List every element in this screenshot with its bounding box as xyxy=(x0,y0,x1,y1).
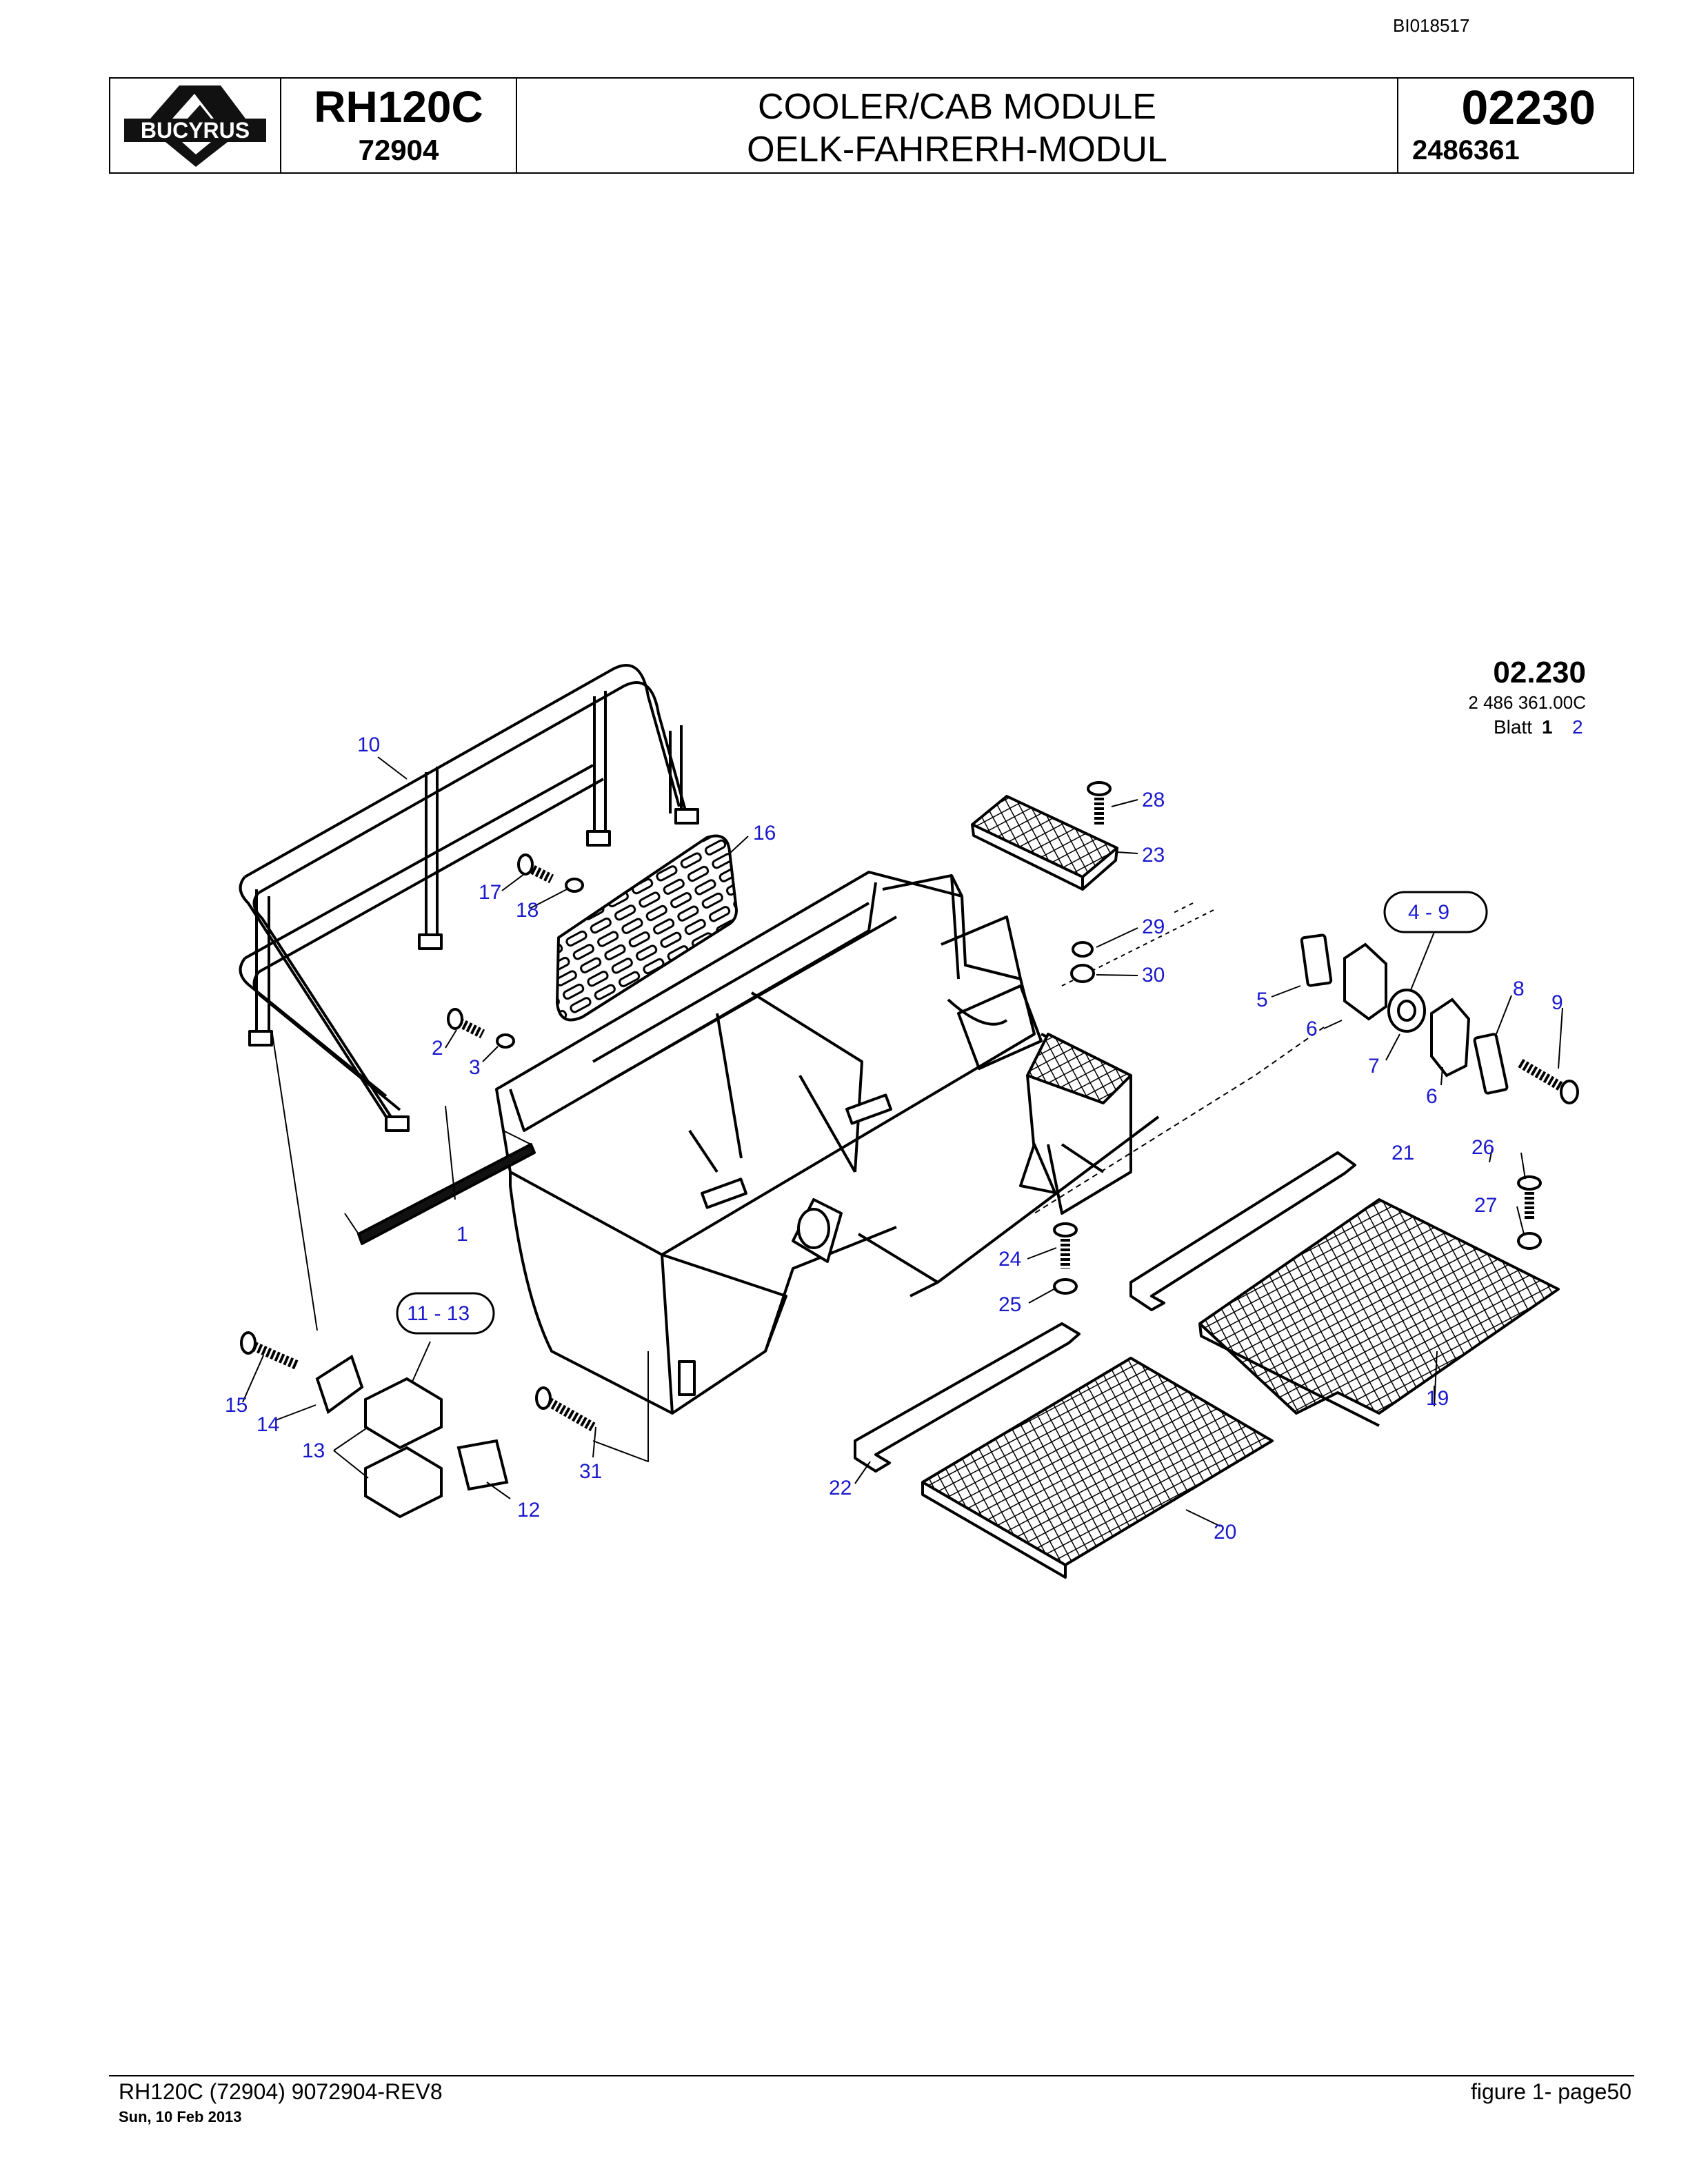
logo-text: BUCYRUS xyxy=(141,118,250,143)
title-german: OELK-FAHRERH-MODUL xyxy=(747,130,1167,170)
document-id: BI018517 xyxy=(1393,15,1470,36)
callout-14: 14 xyxy=(257,1413,279,1436)
callout-27: 27 xyxy=(1474,1194,1497,1217)
callout-2: 2 xyxy=(432,1037,443,1060)
callout-16: 16 xyxy=(753,822,776,845)
callout-31: 31 xyxy=(579,1460,602,1483)
footer-page: figure 1- page50 xyxy=(1470,2079,1631,2104)
perforated-plate xyxy=(556,834,738,1022)
sheet-label: Blatt xyxy=(1494,716,1532,738)
module-frame xyxy=(495,871,1160,1415)
part-cell: 02230 2486361 xyxy=(1398,79,1633,172)
callout-28: 28 xyxy=(1142,789,1165,811)
strip-21 xyxy=(1129,1151,1356,1311)
footer-rule xyxy=(109,2075,1634,2076)
callout-3: 3 xyxy=(469,1056,481,1079)
callout-25: 25 xyxy=(998,1293,1021,1316)
model-cell: RH120C 72904 xyxy=(281,79,517,172)
callout-oval-4-9 xyxy=(1383,891,1488,933)
group-number: 02230 xyxy=(1461,81,1596,134)
callout-17: 17 xyxy=(479,881,501,904)
callout-23: 23 xyxy=(1142,844,1165,867)
logo-cell: BUCYRUS xyxy=(110,79,281,172)
callout-1: 1 xyxy=(456,1223,468,1246)
callout-6a: 6 xyxy=(1306,1018,1318,1040)
callout-22: 22 xyxy=(829,1477,852,1499)
callout-11-13: 11 - 13 xyxy=(407,1302,470,1325)
leader-lines xyxy=(242,756,1563,1527)
title-cell: COOLER/CAB MODULE OELK-FAHRERH-MODUL xyxy=(517,79,1398,172)
callout-13: 13 xyxy=(302,1439,325,1462)
callout-6b: 6 xyxy=(1426,1085,1438,1108)
callout-30: 30 xyxy=(1142,964,1165,987)
title-english: COOLER/CAB MODULE xyxy=(758,87,1156,127)
strip-22 xyxy=(854,1322,1081,1473)
callout-24: 24 xyxy=(998,1248,1021,1271)
callout-21: 21 xyxy=(1391,1142,1414,1164)
model-name: RH120C xyxy=(314,82,483,132)
grate-19 xyxy=(1198,1198,1560,1415)
callout-18: 18 xyxy=(516,899,539,922)
callout-26: 26 xyxy=(1471,1136,1494,1159)
title-block: BUCYRUS RH120C 72904 COOLER/CAB MODULE O… xyxy=(109,77,1634,174)
hardware-parts xyxy=(240,781,1579,1519)
callout-4-9: 4 - 9 xyxy=(1408,901,1449,924)
drawing-stamp: 02.230 2 486 361.00C Blatt 1 2 xyxy=(1468,656,1586,738)
footer-date: Sun, 10 Feb 2013 xyxy=(119,2108,242,2125)
callout-29: 29 xyxy=(1142,916,1165,938)
strip xyxy=(357,1143,536,1245)
step xyxy=(971,795,1118,891)
drawing-group: 02.230 xyxy=(1493,656,1586,689)
sheet-next: 2 xyxy=(1572,716,1583,738)
callout-oval-11-13 xyxy=(396,1292,495,1335)
callout-19: 19 xyxy=(1426,1387,1449,1410)
callout-15: 15 xyxy=(225,1394,248,1417)
sheet-current: 1 xyxy=(1542,716,1553,738)
callout-7: 7 xyxy=(1368,1055,1380,1078)
handrail xyxy=(239,664,699,1132)
callout-10: 10 xyxy=(357,734,380,756)
footer-document-ref: RH120C (72904) 9072904-REV8 xyxy=(119,2079,443,2104)
callout-9: 9 xyxy=(1551,991,1563,1014)
drawing-number: 2 486 361.00C xyxy=(1468,692,1586,713)
callout-20: 20 xyxy=(1214,1521,1236,1544)
part-number: 2486361 xyxy=(1412,135,1520,165)
bucyrus-logo: BUCYRUS xyxy=(124,85,266,167)
serial-number: 72904 xyxy=(358,134,439,166)
grate-20 xyxy=(921,1357,1274,1566)
callout-12: 12 xyxy=(517,1499,540,1521)
callout-labels: 1 2 3 4 - 9 5 6 6 7 8 9 10 11 - 13 12 13… xyxy=(225,734,1563,1544)
callout-8: 8 xyxy=(1513,978,1525,1000)
callout-5: 5 xyxy=(1256,989,1268,1011)
